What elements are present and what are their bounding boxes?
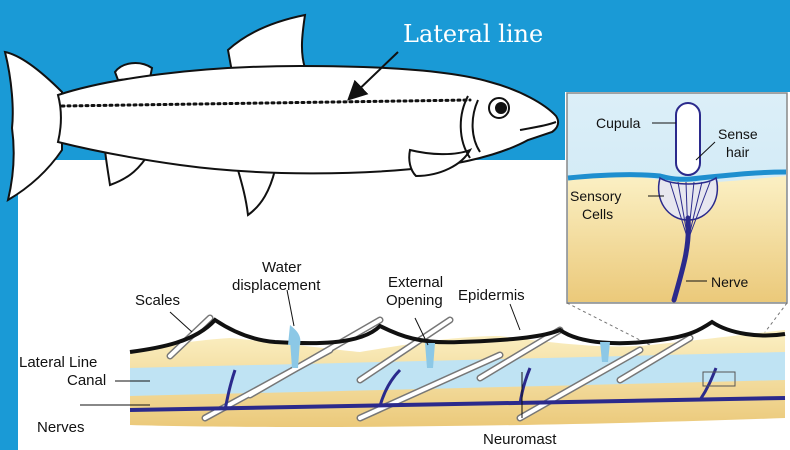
neuromast-label: Neuromast bbox=[483, 431, 557, 448]
sensory-cells-label-2: Cells bbox=[582, 206, 613, 222]
lateral-line-canal-label-2: Canal bbox=[67, 372, 106, 389]
nerve-label-inset: Nerve bbox=[711, 274, 749, 290]
fish-pupil bbox=[496, 103, 506, 113]
lateral-line-title: Lateral line bbox=[403, 20, 543, 48]
nerves-label: Nerves bbox=[37, 419, 85, 436]
water-label-1: Water bbox=[262, 259, 301, 276]
water-label-2: displacement bbox=[232, 277, 321, 294]
scales-label: Scales bbox=[135, 292, 180, 309]
cupula-shape bbox=[676, 103, 700, 175]
sense-hair-label-1: Sense bbox=[718, 126, 758, 142]
dorsal-fin bbox=[228, 15, 305, 72]
inset-panel: Cupula Sense hair Sensory Cells Nerve bbox=[567, 93, 787, 303]
external-opening-label-1: External bbox=[388, 274, 443, 291]
epidermis-label: Epidermis bbox=[458, 287, 525, 304]
external-opening-label-2: Opening bbox=[386, 292, 443, 309]
cupula-label: Cupula bbox=[596, 115, 641, 131]
sensory-cells-label-1: Sensory bbox=[570, 188, 621, 204]
sense-hair-label-2: hair bbox=[726, 144, 750, 160]
lateral-line-canal-label-1: Lateral Line bbox=[19, 354, 97, 371]
fish-body bbox=[58, 66, 558, 173]
